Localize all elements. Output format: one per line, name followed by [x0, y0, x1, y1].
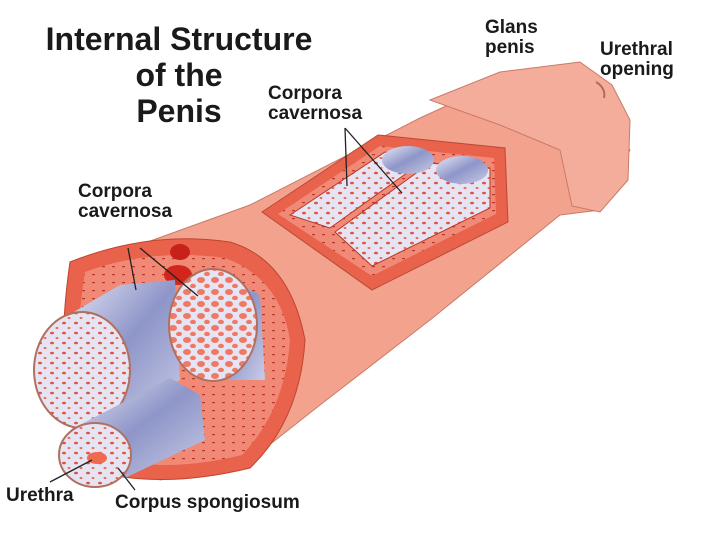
urethra-lumen — [87, 452, 107, 464]
title-line-1: Internal Structure — [45, 21, 313, 57]
window-cavernosa-right — [334, 162, 491, 267]
right-cavernosum-section — [168, 268, 258, 382]
title-line-2: of the — [135, 56, 223, 93]
urethral-opening-shape — [595, 81, 606, 99]
label-line: opening — [600, 58, 674, 80]
glans-shape — [428, 61, 631, 213]
label-urethral-opening: Urethral opening — [600, 40, 674, 80]
label-urethra: Urethra — [6, 485, 74, 506]
label-line: cavernosa — [78, 200, 173, 222]
label-line: cavernosa — [268, 102, 363, 124]
label-corpus-spongiosum: Corpus spongiosum — [115, 492, 300, 513]
page-title: Internal Structure of the Penis — [14, 21, 344, 129]
label-line: Glans — [485, 17, 538, 38]
leader-lines — [49, 127, 403, 491]
label-corpora-cavernosa-top: Corpora cavernosa — [268, 84, 362, 124]
label-line: Corpora — [78, 181, 152, 202]
label-glans-penis: Glans penis — [485, 18, 538, 58]
label-line: Corpora — [268, 83, 342, 104]
label-line: penis — [485, 36, 535, 58]
label-corpora-cavernosa-left: Corpora cavernosa — [78, 182, 172, 222]
label-line: Urethral — [600, 39, 673, 60]
title-line-3: Penis — [136, 92, 222, 129]
